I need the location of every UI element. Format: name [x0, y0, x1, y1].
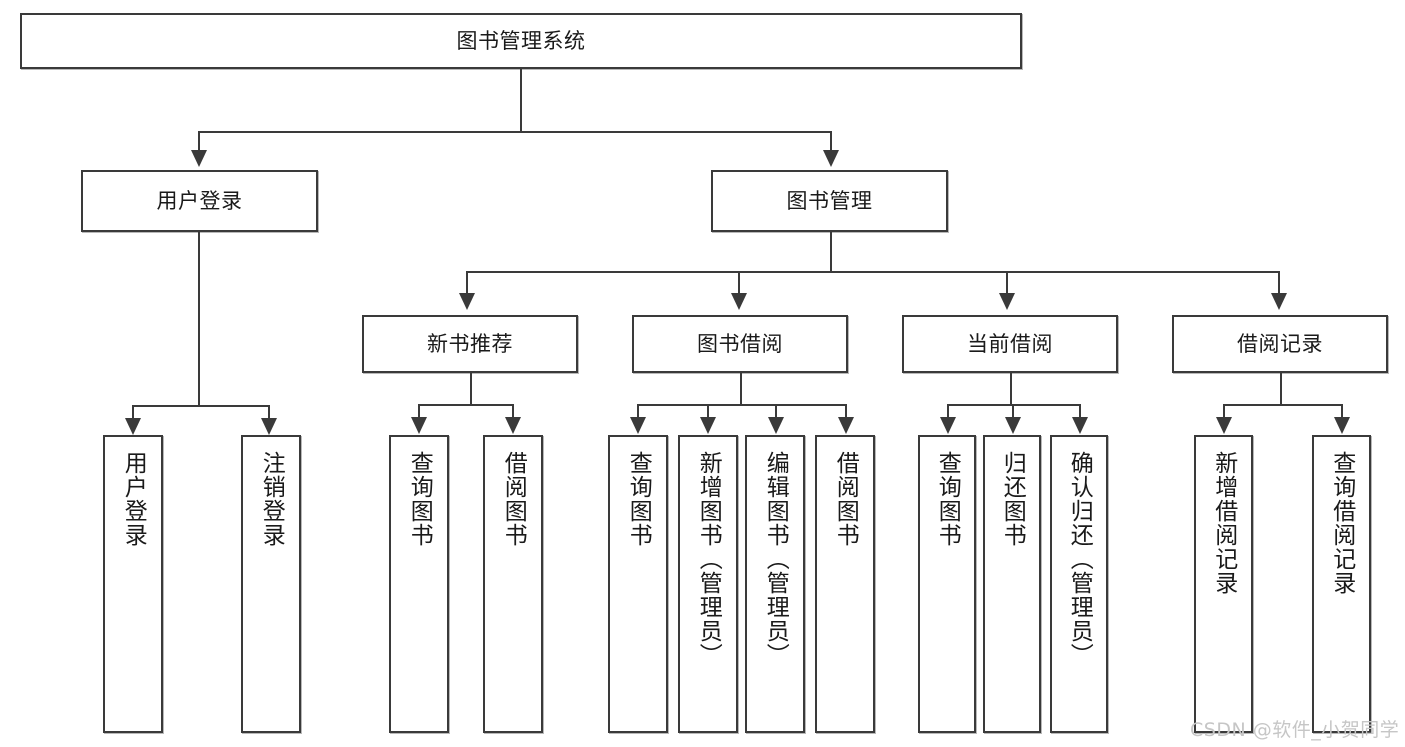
node-label: 图书管理系统	[456, 28, 586, 53]
arrowhead-user-login	[191, 150, 207, 167]
arrowhead-leaf-bb-edit	[768, 417, 784, 434]
connector-br-stem	[1280, 373, 1282, 405]
connector-nbr-drop-1	[418, 404, 420, 420]
leaf-bb-query-book[interactable]: 查询图书	[608, 435, 668, 733]
leaf-br-add-record[interactable]: 新增借阅记录	[1194, 435, 1253, 733]
connector-user-login-drop-1	[132, 405, 134, 421]
arrowhead-book-manage	[823, 150, 839, 167]
arrowhead-current-borrow	[999, 293, 1015, 310]
node-label: 查询图书	[934, 451, 961, 547]
node-user-login[interactable]: 用户登录	[81, 170, 318, 232]
node-label: 编辑图书（管理员）	[762, 451, 789, 667]
arrowhead-leaf-nbr-query	[411, 417, 427, 434]
connector-nbr-drop-2	[512, 404, 514, 420]
arrowhead-book-borrow	[731, 293, 747, 310]
connector-bb-drop-1	[637, 404, 639, 420]
watermark-csdn: CSDN @软件_小贺同学	[1190, 719, 1400, 741]
node-label: 注销登录	[258, 451, 285, 547]
connector-cb-drop-2	[1012, 404, 1014, 420]
node-label: 借阅图书	[500, 451, 527, 547]
node-label: 当前借阅	[967, 331, 1053, 356]
arrowhead-leaf-nbr-borrow	[505, 417, 521, 434]
arrowhead-new-book-recommend	[459, 293, 475, 310]
connector-bb-stem	[740, 373, 742, 405]
node-label: 用户登录	[120, 451, 147, 547]
leaf-nbr-borrow-book[interactable]: 借阅图书	[483, 435, 543, 733]
connector-cb-drop-3	[1079, 404, 1081, 420]
arrowhead-leaf-bb-add	[700, 417, 716, 434]
node-label: 借阅记录	[1237, 331, 1323, 356]
connector-br-drop-2	[1341, 404, 1343, 420]
node-label: 查询借阅记录	[1328, 451, 1355, 595]
arrowhead-borrow-records	[1271, 293, 1287, 310]
arrowhead-leaf-cb-return	[1005, 417, 1021, 434]
connector-bb-drop-3	[775, 404, 777, 420]
connector-book-manage-stem	[830, 232, 832, 272]
connector-book-manage-bus	[466, 271, 1280, 273]
connector-br-bus	[1223, 404, 1342, 406]
node-current-borrow[interactable]: 当前借阅	[902, 315, 1118, 373]
connector-root-drop-right	[830, 131, 832, 152]
node-label: 图书借阅	[697, 331, 783, 356]
node-borrow-records[interactable]: 借阅记录	[1172, 315, 1388, 373]
arrowhead-leaf-logout	[261, 418, 277, 435]
arrowhead-leaf-user-login	[125, 418, 141, 435]
node-label: 借阅图书	[832, 451, 859, 547]
connector-bb-drop-4	[845, 404, 847, 420]
node-label: 新增借阅记录	[1210, 451, 1237, 595]
arrowhead-leaf-br-query	[1334, 417, 1350, 434]
node-label: 归还图书	[999, 451, 1026, 547]
node-label: 新增图书（管理员）	[695, 451, 722, 667]
leaf-cb-query-book[interactable]: 查询图书	[918, 435, 976, 733]
connector-bm-drop-1	[466, 271, 468, 295]
arrowhead-leaf-bb-query	[630, 417, 646, 434]
leaf-bb-add-book[interactable]: 新增图书（管理员）	[678, 435, 738, 733]
node-label: 查询图书	[406, 451, 433, 547]
leaf-cb-confirm-return[interactable]: 确认归还（管理员）	[1050, 435, 1108, 733]
connector-bm-drop-4	[1278, 271, 1280, 295]
connector-bb-bus	[637, 404, 845, 406]
connector-root-stem	[520, 69, 522, 132]
connector-br-drop-1	[1223, 404, 1225, 420]
arrowhead-leaf-cb-confirm	[1072, 417, 1088, 434]
node-label: 新书推荐	[427, 331, 513, 356]
leaf-cb-return-book[interactable]: 归还图书	[983, 435, 1041, 733]
connector-user-login-drop-2	[268, 405, 270, 421]
connector-root-drop-left	[198, 131, 200, 152]
node-label: 用户登录	[156, 188, 243, 213]
node-book-manage[interactable]: 图书管理	[711, 170, 948, 232]
connector-bm-drop-3	[1006, 271, 1008, 295]
node-label: 图书管理	[786, 188, 873, 213]
leaf-user-login[interactable]: 用户登录	[103, 435, 163, 733]
node-book-borrow[interactable]: 图书借阅	[632, 315, 848, 373]
connector-bm-drop-2	[738, 271, 740, 295]
node-root-system[interactable]: 图书管理系统	[20, 13, 1022, 69]
arrowhead-leaf-bb-borrow	[838, 417, 854, 434]
arrowhead-leaf-cb-query	[940, 417, 956, 434]
connector-nbr-stem	[470, 373, 472, 405]
leaf-bb-borrow-book[interactable]: 借阅图书	[815, 435, 875, 733]
leaf-bb-edit-book[interactable]: 编辑图书（管理员）	[745, 435, 805, 733]
node-label: 查询图书	[625, 451, 652, 547]
connector-cb-stem	[1010, 373, 1012, 405]
connector-user-login-stem	[198, 232, 200, 407]
connector-cb-drop-1	[947, 404, 949, 420]
node-new-book-recommend[interactable]: 新书推荐	[362, 315, 578, 373]
leaf-br-query-record[interactable]: 查询借阅记录	[1312, 435, 1371, 733]
connector-bb-drop-2	[707, 404, 709, 420]
connector-user-login-bus	[132, 405, 268, 407]
arrowhead-leaf-br-add	[1216, 417, 1232, 434]
leaf-logout[interactable]: 注销登录	[241, 435, 301, 733]
node-label: 确认归还（管理员）	[1066, 451, 1093, 667]
leaf-nbr-query-book[interactable]: 查询图书	[389, 435, 449, 733]
connector-root-bus	[198, 131, 832, 133]
connector-nbr-bus	[418, 404, 513, 406]
